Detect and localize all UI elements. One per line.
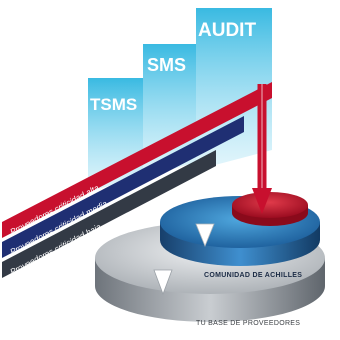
arrow-sms: [195, 132, 215, 248]
down-arrow-icon: [153, 269, 173, 296]
panel-audit: AUDIT: [196, 8, 272, 170]
down-arrow-icon: [252, 188, 272, 214]
down-arrow-icon: [195, 223, 215, 248]
panel-audit-label: AUDIT: [198, 20, 256, 41]
base-label: TU BASE DE PROVEEDORES: [196, 320, 300, 327]
core-disc: [232, 192, 308, 226]
panel-sms-label: SMS: [147, 55, 186, 75]
community-label: COMUNIDAD DE ACHILLES: [204, 272, 302, 279]
panel-tsms-label: TSMS: [90, 95, 137, 114]
arrow-tsms: [153, 170, 173, 296]
arrow-audit: [252, 84, 272, 214]
